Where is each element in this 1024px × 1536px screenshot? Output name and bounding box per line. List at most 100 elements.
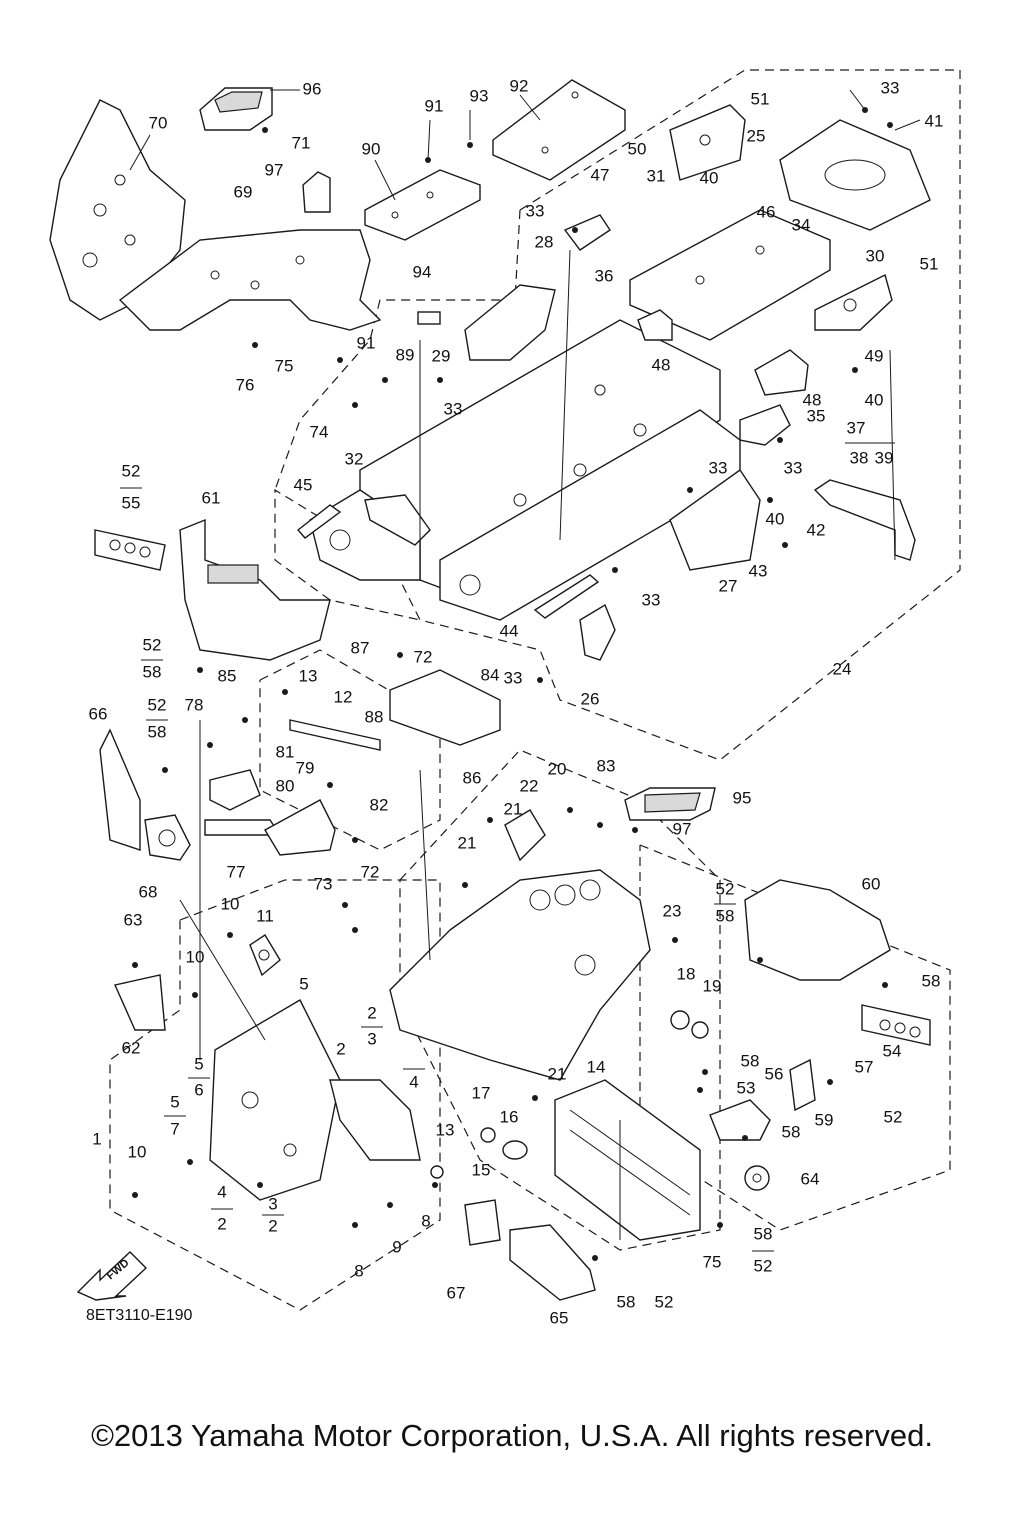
callout-66: 66 (89, 704, 108, 723)
callout-52: 52 (716, 879, 735, 898)
upper-frame-part-69 (118, 229, 382, 331)
rear-frame-part-34 (629, 209, 831, 341)
callout-64: 64 (801, 1169, 820, 1188)
bracket-part-32 (364, 494, 431, 546)
bracket-part-35 (739, 404, 791, 446)
assembly-outline-52-lower (639, 844, 951, 1231)
callout-10: 10 (221, 894, 240, 913)
callout-79: 79 (296, 758, 315, 777)
callout-20: 20 (548, 759, 567, 778)
callout-52: 52 (655, 1292, 674, 1311)
leader-lines (129, 89, 921, 1240)
callout-82: 82 (370, 795, 389, 814)
assembly-outline-1 (109, 879, 441, 1311)
hub-part-64 (744, 1165, 770, 1191)
callout-52: 52 (148, 695, 167, 714)
callout-88: 88 (365, 707, 384, 726)
callout-58: 58 (922, 971, 941, 990)
callout-74: 74 (310, 422, 329, 441)
callout-32: 32 (345, 449, 364, 468)
bracket-part-71 (302, 171, 331, 213)
callout-97: 97 (673, 819, 692, 838)
callout-85: 85 (218, 666, 237, 685)
callout-73: 73 (314, 874, 333, 893)
plate-part-86 (389, 669, 501, 746)
callout-72: 72 (414, 647, 433, 666)
callout-61: 61 (202, 488, 221, 507)
callout-46: 46 (757, 202, 776, 221)
callout-58: 58 (716, 906, 735, 925)
callout-2: 2 (268, 1216, 277, 1235)
callout-10: 10 (128, 1142, 147, 1161)
callout-38: 38 (850, 448, 869, 467)
callout-2: 2 (336, 1039, 345, 1058)
callout-5: 5 (194, 1054, 203, 1073)
callout-33: 33 (642, 590, 661, 609)
callout-65: 65 (550, 1308, 569, 1327)
callout-58: 58 (782, 1122, 801, 1141)
callout-2: 2 (217, 1214, 226, 1233)
bracket-part-27 (669, 469, 761, 571)
ring-part-19 (691, 1021, 709, 1039)
callout-52: 52 (754, 1256, 773, 1275)
bracket-part-62 (114, 974, 166, 1031)
front-frame-part-1 (209, 999, 341, 1201)
callout-87: 87 (351, 638, 370, 657)
callout-80: 80 (276, 776, 295, 795)
callout-13: 13 (436, 1120, 455, 1139)
rail-part-44 (533, 574, 600, 619)
label-part-94 (417, 311, 441, 325)
callout-11: 11 (256, 906, 274, 925)
callout-94: 94 (413, 262, 432, 281)
callout-4: 4 (217, 1182, 226, 1201)
callout-95: 95 (733, 788, 752, 807)
callout-9: 9 (392, 1237, 401, 1256)
callout-52: 52 (143, 635, 162, 654)
assembly-outline-86 (259, 649, 441, 851)
callout-43: 43 (749, 561, 768, 580)
callout-22: 22 (520, 776, 539, 795)
callout-21: 21 (548, 1064, 567, 1083)
plate-part-54 (861, 1004, 931, 1046)
callout-63: 63 (124, 910, 143, 929)
bracket-part-26 (579, 603, 616, 661)
callout-71: 71 (292, 133, 311, 152)
callout-92: 92 (510, 76, 529, 95)
side-bracket-part-61 (179, 518, 331, 661)
bracket-part-28 (464, 284, 556, 361)
callout-76: 76 (236, 375, 255, 394)
callout-39: 39 (875, 448, 894, 467)
callout-14: 14 (587, 1057, 606, 1076)
bracket-part-49 (814, 273, 893, 331)
callout-56: 56 (765, 1064, 784, 1083)
callout-33: 33 (526, 201, 545, 220)
callout-40: 40 (865, 390, 884, 409)
callout-54: 54 (883, 1041, 902, 1060)
callout-47: 47 (591, 165, 610, 184)
callout-30: 30 (866, 246, 885, 265)
callout-72: 72 (361, 862, 380, 881)
callout-91: 91 (425, 96, 444, 115)
callout-67: 67 (447, 1283, 466, 1302)
rod-part-12 (289, 719, 381, 751)
diagram-code: 8ET3110-E190 (86, 1307, 193, 1324)
callout-48: 48 (803, 390, 822, 409)
callout-58: 58 (617, 1292, 636, 1311)
callout-16: 16 (500, 1107, 519, 1126)
copyright-notice: ©2013 Yamaha Motor Corporation, U.S.A. A… (91, 1418, 933, 1453)
callout-48: 48 (652, 355, 671, 374)
footrest-part-95 (624, 787, 716, 821)
rear-bracket-part-25 (779, 119, 931, 231)
callout-93: 93 (470, 86, 489, 105)
callout-8: 8 (354, 1261, 363, 1280)
cover-part-67 (464, 1199, 501, 1246)
plate-part-20 (504, 809, 546, 862)
callout-68: 68 (139, 882, 158, 901)
callout-29: 29 (432, 346, 451, 365)
callout-17: 17 (472, 1083, 491, 1102)
callout-58: 58 (754, 1224, 773, 1243)
callout-58: 58 (143, 662, 162, 681)
callout-49: 49 (865, 346, 884, 365)
callout-40: 40 (700, 168, 719, 187)
